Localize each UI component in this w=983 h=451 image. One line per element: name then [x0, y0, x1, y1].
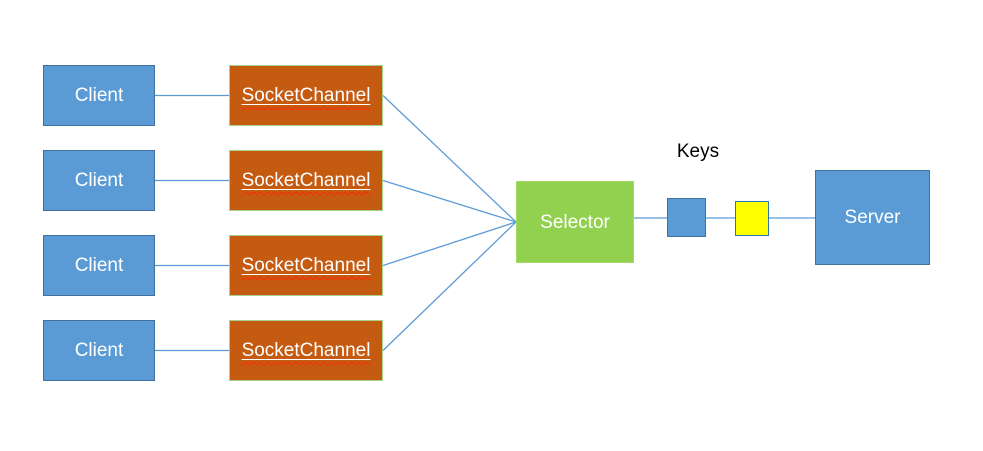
socketchannel-box-1: SocketChannel — [229, 65, 383, 126]
channel1-selector-line — [382, 95, 517, 223]
key-box-blue — [667, 198, 706, 237]
selector-label: Selector — [540, 211, 610, 233]
socketchannel-box-4: SocketChannel — [229, 320, 383, 381]
channel2-selector-line — [382, 179, 517, 223]
server-box: Server — [815, 170, 930, 265]
client-label: Client — [74, 340, 124, 361]
socketchannel-box-2: SocketChannel — [229, 150, 383, 211]
server-label: Server — [844, 207, 901, 228]
key-box-yellow — [735, 201, 769, 236]
selector-box: Selector — [516, 181, 634, 263]
socketchannel-label: SocketChannel — [241, 340, 371, 361]
spellcheck-squiggle: SocketChannel — [242, 171, 371, 190]
socketchannel-label: SocketChannel — [241, 85, 371, 106]
client-box-3: Client — [43, 235, 155, 296]
client-box-1: Client — [43, 65, 155, 126]
client-label: Client — [74, 255, 124, 276]
spellcheck-squiggle: SocketChannel — [242, 256, 371, 275]
socketchannel-label: SocketChannel — [241, 170, 371, 191]
keys-label: Keys — [676, 141, 720, 162]
spellcheck-squiggle: SocketChannel — [242, 86, 371, 105]
spellcheck-squiggle: SocketChannel — [242, 341, 371, 360]
channel3-selector-line — [382, 221, 517, 267]
channel4-selector-line — [382, 221, 517, 351]
client-label: Client — [74, 85, 124, 106]
client-label: Client — [74, 170, 124, 191]
client-box-4: Client — [43, 320, 155, 381]
client-box-2: Client — [43, 150, 155, 211]
socketchannel-box-3: SocketChannel — [229, 235, 383, 296]
socketchannel-label: SocketChannel — [241, 255, 371, 276]
